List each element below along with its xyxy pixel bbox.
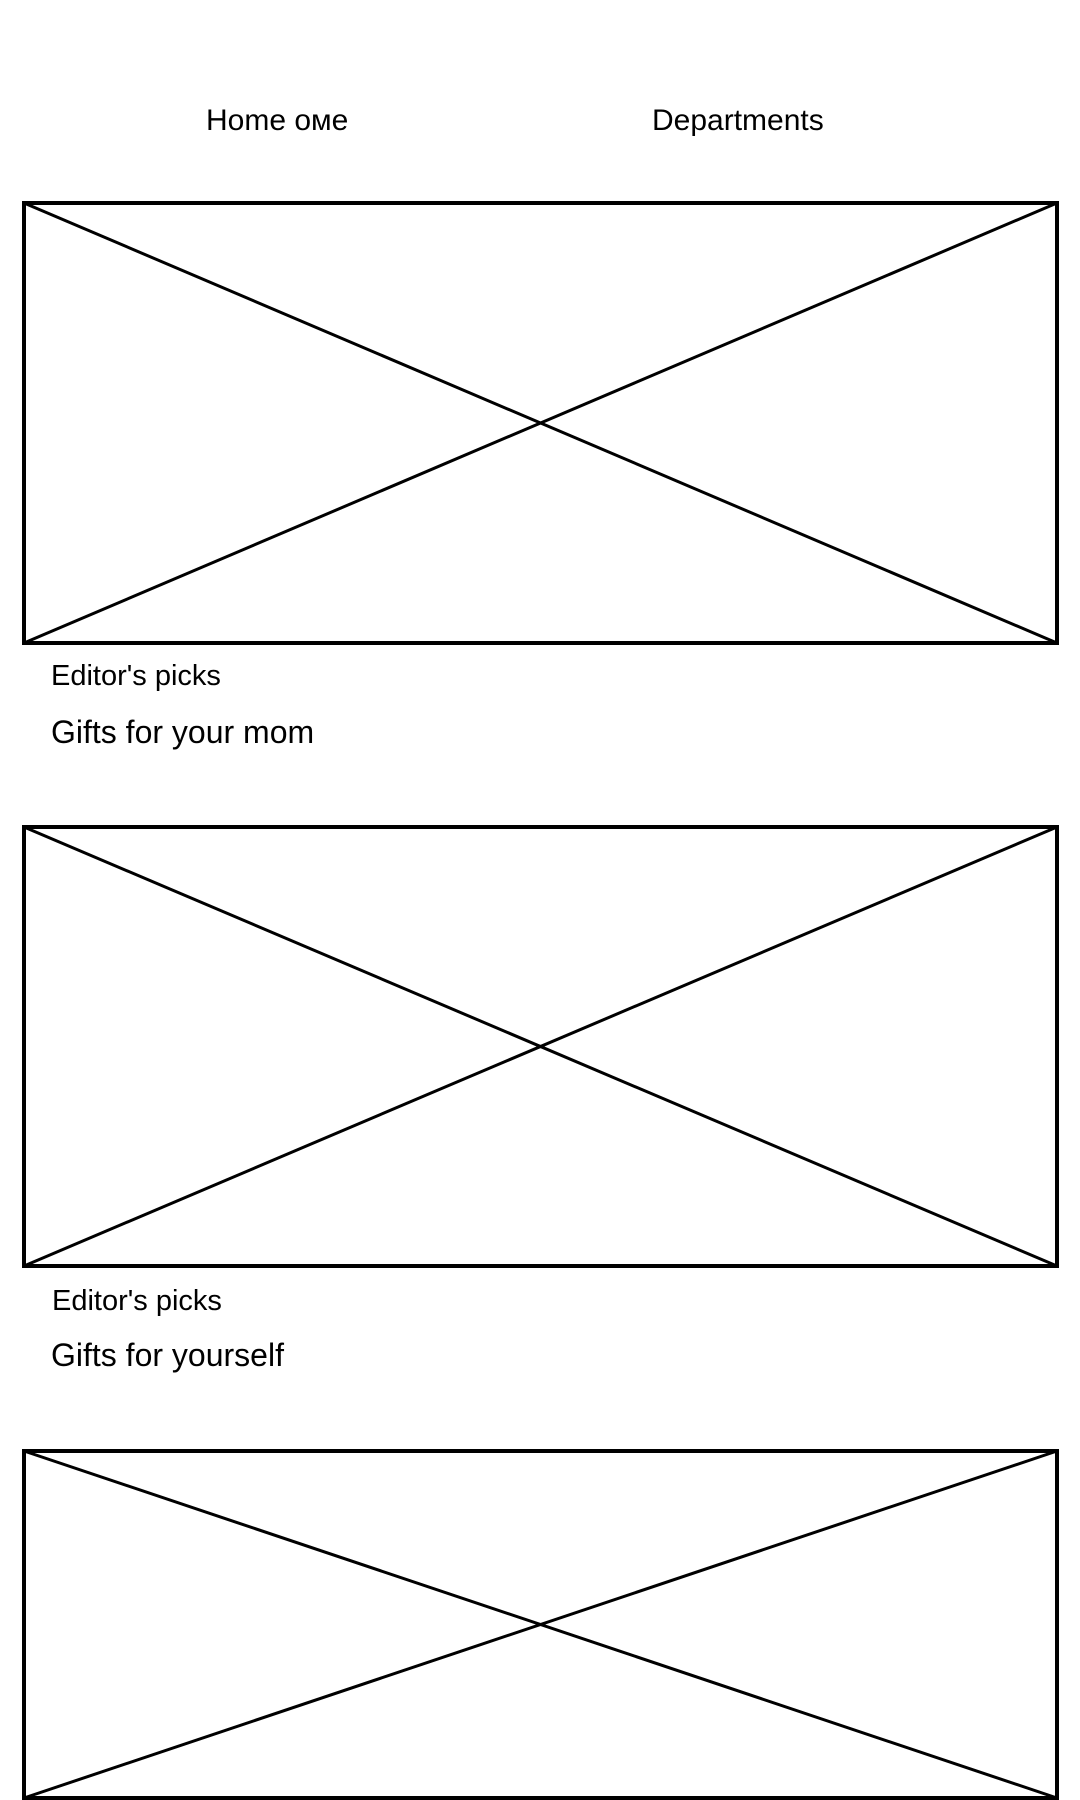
card-eyebrow: Editor's picks — [51, 660, 221, 692]
placeholder-x-icon — [22, 201, 1059, 645]
placeholder-x-icon — [22, 1449, 1059, 1800]
card-title[interactable]: Gifts for your mom — [51, 714, 315, 750]
tab-departments[interactable]: Departments — [652, 104, 824, 137]
image-placeholder[interactable] — [22, 201, 1059, 645]
tab-home[interactable]: Home оме — [206, 104, 349, 137]
image-placeholder[interactable] — [22, 1449, 1059, 1800]
card-title[interactable]: Gifts for yourself — [51, 1337, 284, 1373]
placeholder-x-icon — [22, 825, 1059, 1268]
image-placeholder[interactable] — [22, 825, 1059, 1268]
card-eyebrow: Editor's picks — [52, 1285, 222, 1317]
